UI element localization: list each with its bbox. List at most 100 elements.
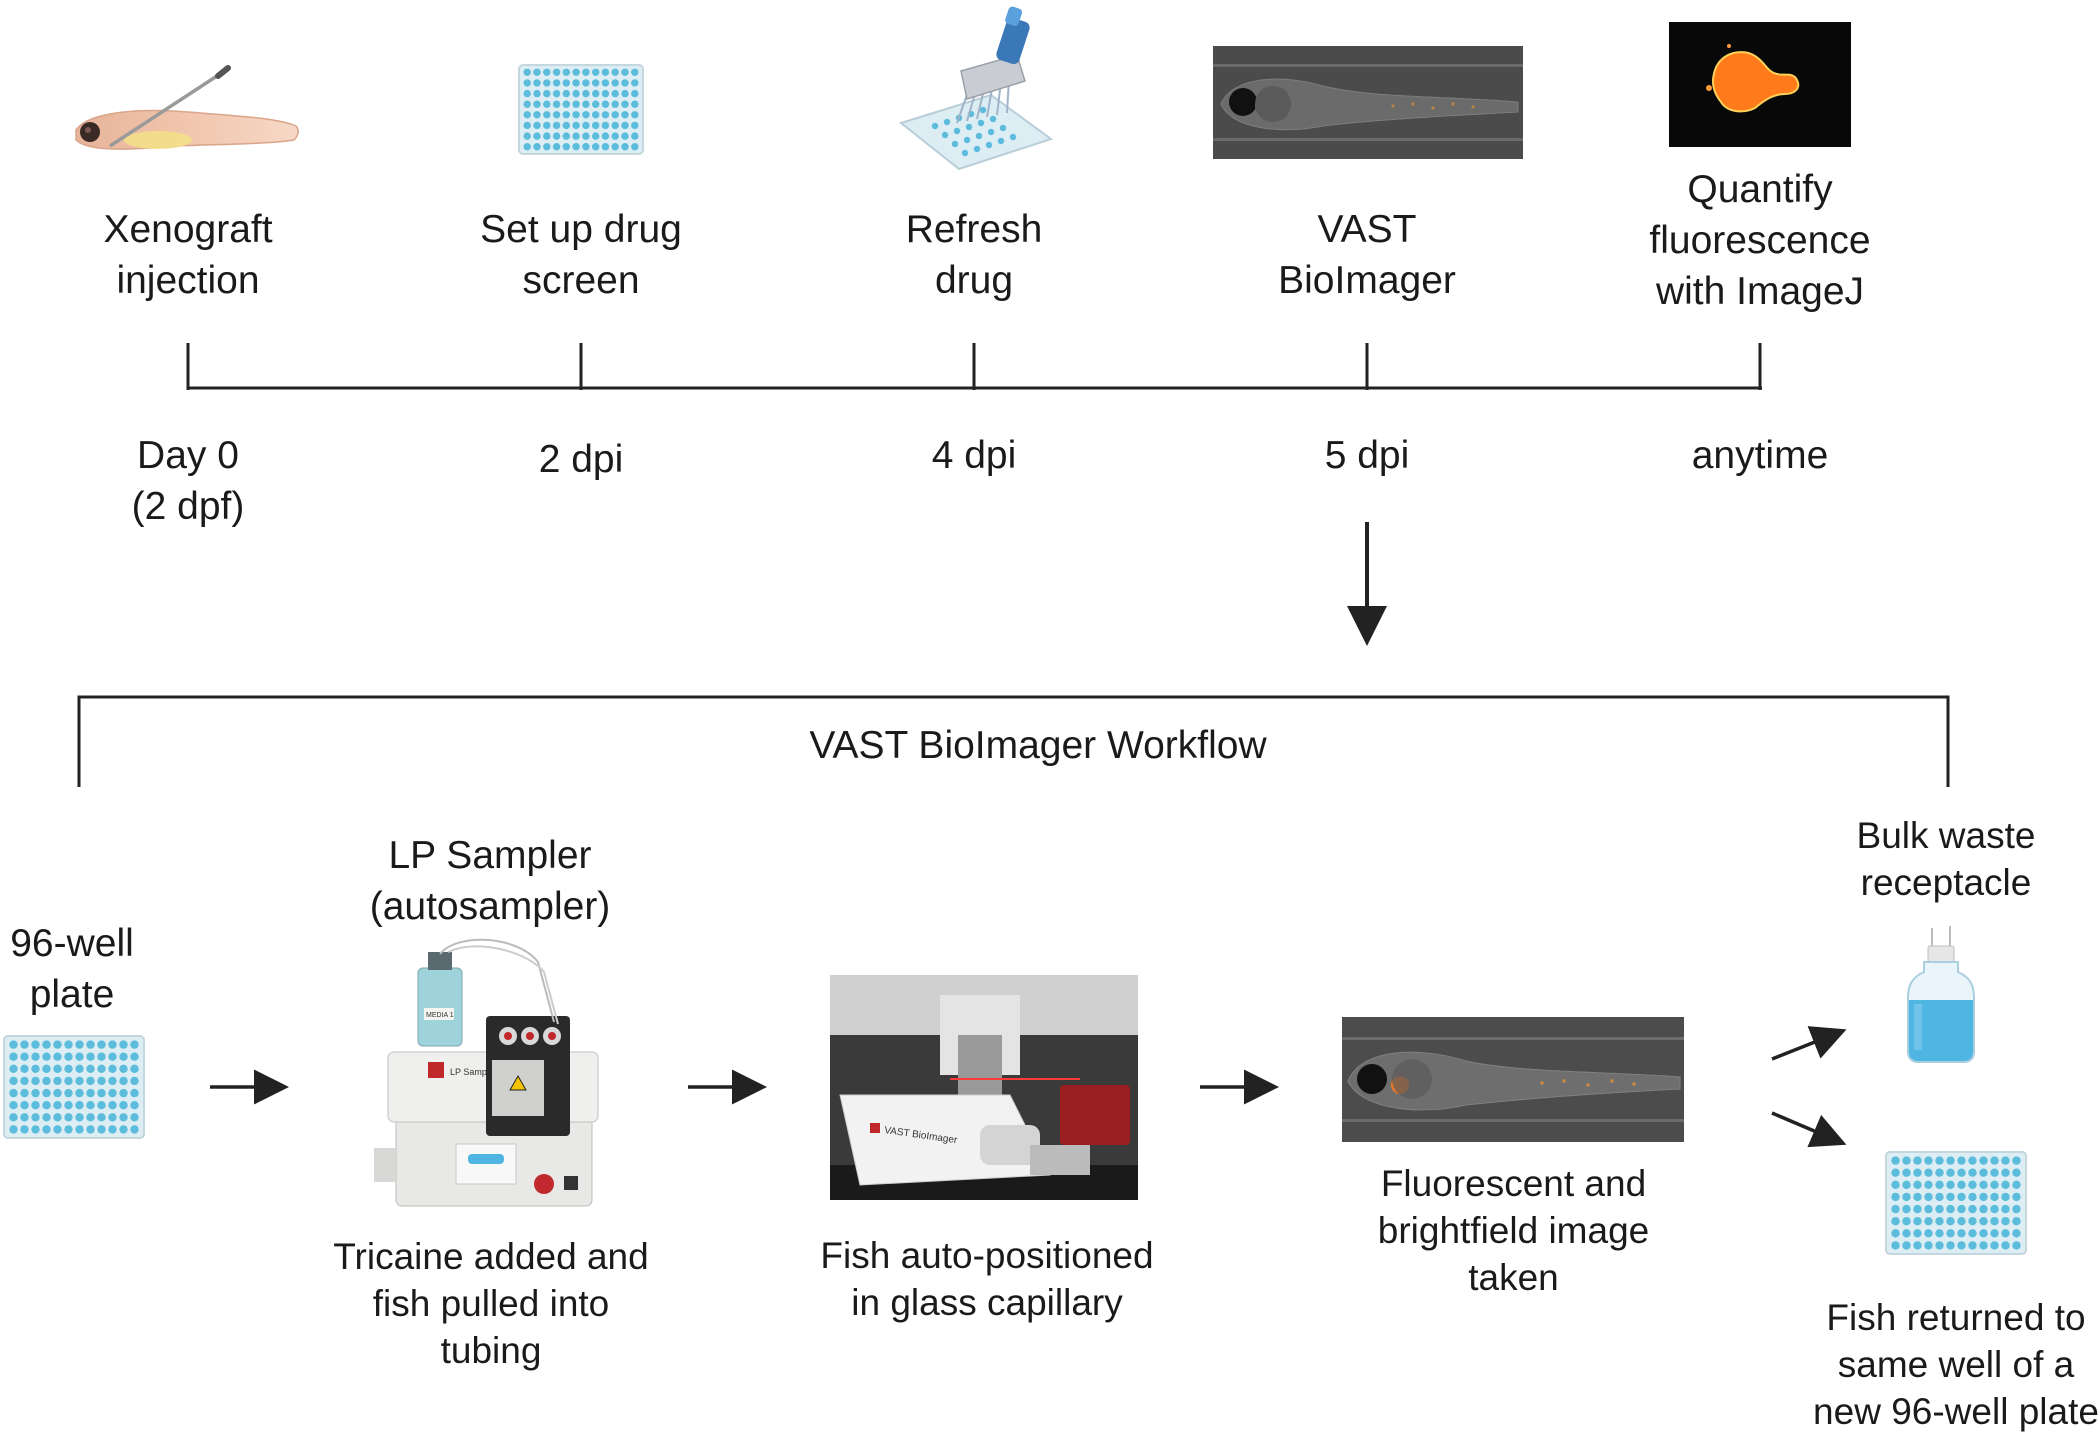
well (1924, 1192, 1933, 1202)
well (20, 1088, 29, 1098)
well (1902, 1217, 1911, 1226)
well (86, 1064, 95, 1073)
well (20, 1101, 29, 1110)
well (9, 1052, 18, 1061)
well (97, 1088, 106, 1098)
well (601, 79, 610, 87)
well (1935, 1204, 1944, 1214)
step-label-xenograft: Xenograft injection (103, 208, 273, 302)
well (562, 132, 570, 140)
well (1913, 1241, 1922, 1250)
step-label-vast: VAST BioImager (1278, 208, 1456, 302)
well (31, 1088, 40, 1098)
well (20, 1113, 29, 1122)
well (1924, 1241, 1933, 1250)
well (631, 143, 639, 151)
well (9, 1113, 18, 1122)
well (20, 1125, 29, 1134)
well (53, 1088, 62, 1098)
well (523, 132, 531, 140)
time-label-2dpi: 2 dpi (538, 438, 624, 481)
well (1935, 1229, 1944, 1238)
well (64, 1125, 73, 1134)
well (1968, 1180, 1977, 1189)
well (1935, 1241, 1944, 1250)
well (1968, 1204, 1977, 1214)
svg-text:MEDIA 1: MEDIA 1 (426, 1012, 454, 1019)
workflow-bracket (77, 695, 1950, 787)
arrow-to-waste (1771, 1026, 1847, 1061)
waste-label: Bulk waste receptacle (1856, 815, 2036, 903)
well (86, 1088, 95, 1098)
well (601, 121, 610, 130)
well (2001, 1241, 2010, 1250)
well (108, 1101, 117, 1110)
well (601, 143, 610, 151)
well (1968, 1229, 1977, 1238)
well (592, 89, 600, 98)
well (562, 100, 570, 108)
well (562, 79, 570, 87)
well (1924, 1217, 1933, 1226)
well (75, 1076, 84, 1086)
well (562, 89, 570, 98)
well (2001, 1192, 2010, 1202)
well (592, 132, 600, 140)
step-label-refresh-drug: Refresh drug (905, 208, 1043, 302)
well (1979, 1241, 1988, 1250)
well (611, 143, 619, 151)
well (631, 121, 639, 130)
well (562, 111, 570, 119)
well (64, 1113, 73, 1122)
well (97, 1125, 106, 1134)
well (75, 1101, 84, 1110)
well (75, 1125, 84, 1134)
well (523, 89, 531, 98)
well (572, 68, 580, 76)
well (64, 1088, 73, 1098)
96-well-plate-source-icon (3, 1035, 145, 1139)
well (1946, 1168, 1955, 1177)
well (621, 111, 629, 119)
well (543, 89, 551, 98)
plate-label: 96-well plate (10, 922, 134, 1016)
well (562, 143, 570, 151)
well (543, 79, 551, 87)
well (119, 1040, 128, 1049)
well (1957, 1156, 1966, 1165)
well (64, 1101, 73, 1110)
well (631, 79, 639, 87)
well (9, 1076, 18, 1086)
step-label-quantify: Quantify fluorescence with ImageJ (1649, 168, 1871, 313)
well (31, 1113, 40, 1122)
well (562, 68, 570, 76)
well (108, 1113, 117, 1122)
well (582, 111, 590, 119)
well (1924, 1180, 1933, 1189)
well (119, 1064, 128, 1073)
well (75, 1052, 84, 1061)
multichannel-pipette-icon (898, 6, 1054, 170)
well (2012, 1229, 2021, 1238)
well (552, 132, 561, 140)
waste-bottle-icon (1907, 926, 1975, 1063)
well (1935, 1192, 1944, 1202)
well (523, 79, 531, 87)
sampler-title: LP Sampler (autosampler) (369, 834, 611, 928)
well (2012, 1168, 2021, 1177)
well (572, 132, 580, 140)
well (64, 1064, 73, 1073)
well (1990, 1168, 1999, 1177)
well (20, 1064, 29, 1073)
well (533, 68, 541, 76)
well (42, 1088, 51, 1098)
well (1935, 1180, 1944, 1189)
well (621, 79, 629, 87)
well (1902, 1241, 1911, 1250)
well (572, 121, 580, 130)
well (130, 1052, 139, 1061)
well (592, 68, 600, 76)
well (1946, 1241, 1955, 1250)
zebrafish-injection-icon (75, 65, 299, 150)
well (572, 111, 580, 119)
